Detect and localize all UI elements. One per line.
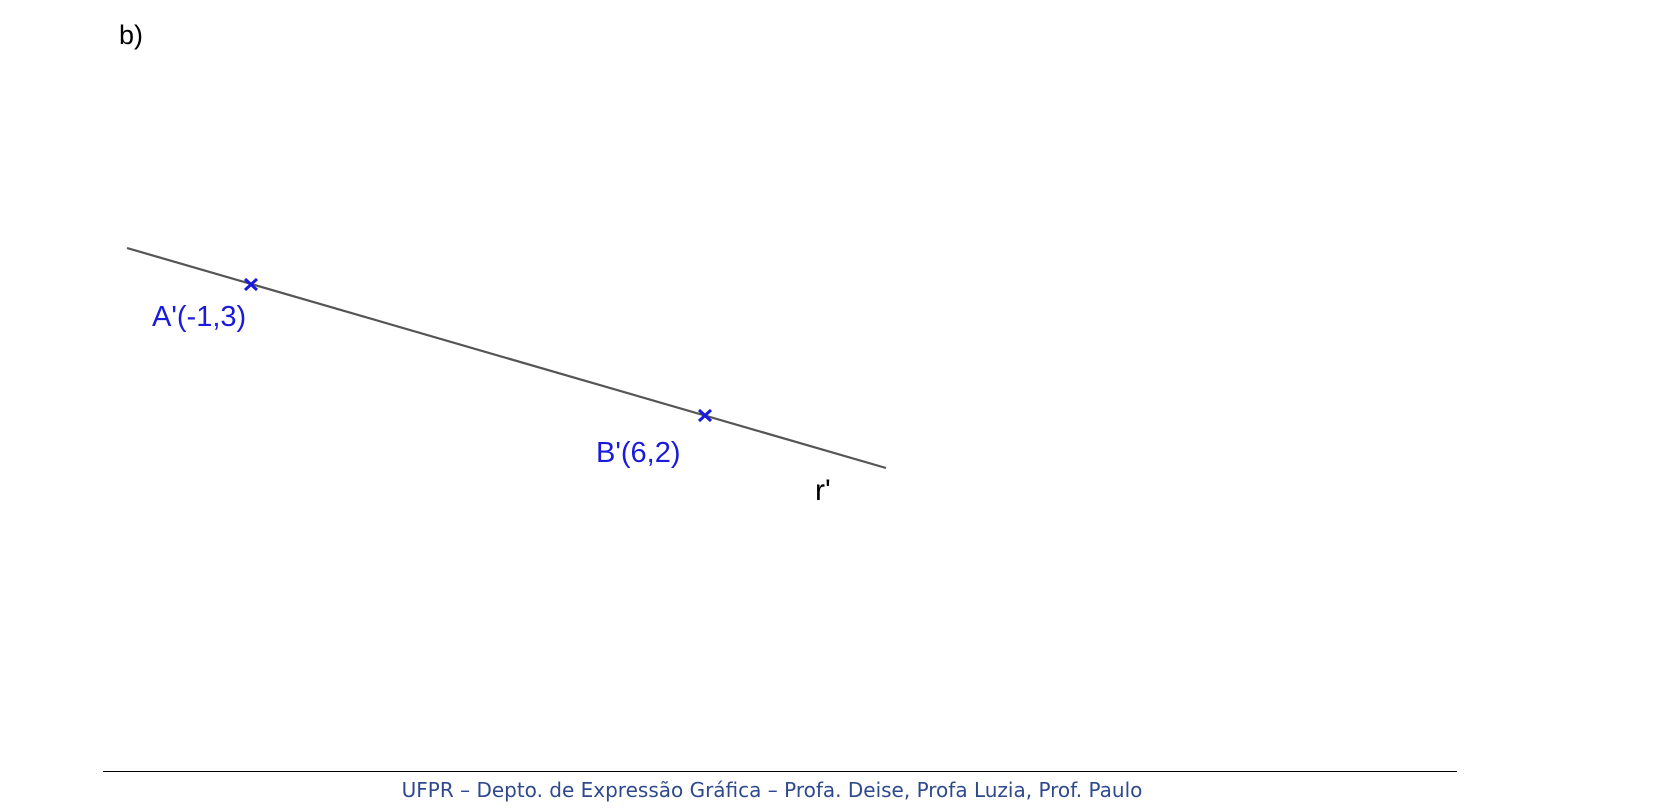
line-r-prime <box>126 246 887 470</box>
line-r-label: r' <box>815 474 831 507</box>
point-b-marker <box>697 408 713 423</box>
exercise-item-label: b) <box>119 20 144 50</box>
point-a-marker <box>243 277 259 292</box>
point-a-label: A'(-1,3) <box>152 301 246 333</box>
footer-credits: UFPR – Depto. de Expressão Gráfica – Pro… <box>401 778 1143 802</box>
point-b-label: B'(6,2) <box>596 437 681 469</box>
footer-divider <box>103 771 1457 772</box>
